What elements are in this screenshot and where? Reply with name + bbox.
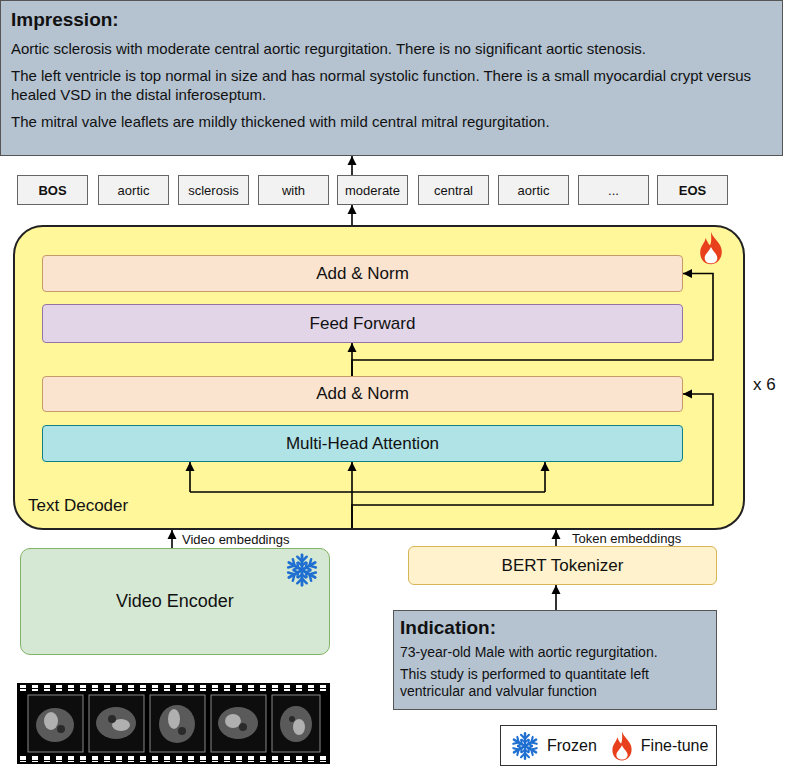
node-text: Text Decoder	[28, 496, 128, 516]
node-text: ...	[608, 183, 619, 198]
arrow-head	[348, 205, 357, 214]
arrow-head	[683, 390, 692, 399]
connector	[552, 530, 561, 546]
body-text: This study is performed to quantitate le…	[400, 666, 710, 700]
arrow-head	[168, 530, 177, 539]
node-text: sclerosis	[188, 183, 239, 198]
connector-line	[190, 491, 545, 493]
arrow-head	[348, 462, 357, 471]
indication-box: Indication: 73-year-old Male with aortic …	[393, 610, 717, 710]
token-box: with	[258, 175, 329, 205]
node-text: aortic	[518, 183, 550, 198]
legend-text: Fine-tune	[641, 737, 709, 755]
body-text: The left ventricle is top normal in size…	[11, 66, 772, 104]
node-text: Impression:	[11, 8, 772, 31]
impression-box: Impression: Aortic sclerosis with moderat…	[0, 0, 783, 156]
body-text: 73-year-old Male with aortic regurgitati…	[400, 644, 710, 661]
connector	[348, 156, 357, 175]
node-text: Multi-Head Attention	[286, 434, 439, 454]
token-box: BOS	[17, 175, 88, 205]
node-text: Add & Norm	[316, 264, 409, 284]
token-box: central	[418, 175, 489, 205]
token-box: ...	[578, 175, 649, 205]
legend-item: Fine-tune	[609, 730, 709, 762]
node-text: Video Encoder	[116, 591, 234, 612]
edge-label: Token embeddings	[570, 531, 683, 546]
node-text: with	[282, 183, 305, 198]
arrow-head	[552, 530, 561, 539]
node-text: central	[434, 183, 473, 198]
feed-forward-layer: Feed Forward	[42, 304, 683, 343]
node-text: BERT Tokenizer	[502, 556, 624, 576]
arrow-head	[186, 462, 195, 471]
connector-line	[352, 394, 713, 530]
token-box: aortic	[98, 175, 169, 205]
legend-text: Frozen	[547, 737, 597, 755]
node-text: EOS	[679, 183, 706, 198]
token-box: sclerosis	[178, 175, 249, 205]
body-text: The mitral valve leaflets are mildly thi…	[11, 112, 772, 131]
connector	[186, 462, 550, 530]
film-strip	[17, 683, 330, 764]
node-text: Add & Norm	[316, 384, 409, 404]
node-text: aortic	[118, 183, 150, 198]
decoder-fill	[14, 226, 744, 529]
tokenizer-box: BERT Tokenizer	[408, 546, 717, 585]
fine-tune-icon	[696, 230, 726, 266]
token-box: EOS	[657, 175, 728, 205]
legend-box: Frozen Fine-tune	[500, 725, 717, 766]
node-text: moderate	[345, 183, 400, 198]
connector	[552, 585, 561, 610]
arrow-head	[348, 156, 357, 165]
add-norm-layer: Add & Norm	[42, 255, 683, 292]
arrow-head	[683, 269, 692, 278]
attention-layer: Multi-Head Attention	[42, 425, 683, 462]
connector	[168, 530, 177, 548]
edge-label: Video embeddings	[180, 532, 291, 547]
frozen-icon	[509, 730, 541, 762]
connector	[348, 205, 357, 225]
arrow-head	[348, 343, 357, 352]
encoder-box: Video Encoder	[20, 548, 330, 655]
add-norm-layer: Add & Norm	[42, 376, 683, 412]
arrow-head	[541, 462, 550, 471]
repeat-count: x 6	[753, 375, 776, 395]
node-text: Feed Forward	[310, 314, 416, 334]
legend-item: Frozen	[509, 730, 597, 762]
token-box: aortic	[498, 175, 569, 205]
decoder-block: Text DecoderAdd & NormFeed ForwardAdd & …	[13, 225, 745, 530]
arrow-head	[552, 585, 561, 594]
node-text: Indication:	[400, 616, 710, 639]
frozen-icon	[283, 551, 321, 589]
fine-tune-icon	[609, 730, 635, 762]
body-text: Aortic sclerosis with moderate central a…	[11, 39, 772, 58]
token-box: moderate	[337, 175, 408, 205]
node-text: BOS	[38, 183, 66, 198]
